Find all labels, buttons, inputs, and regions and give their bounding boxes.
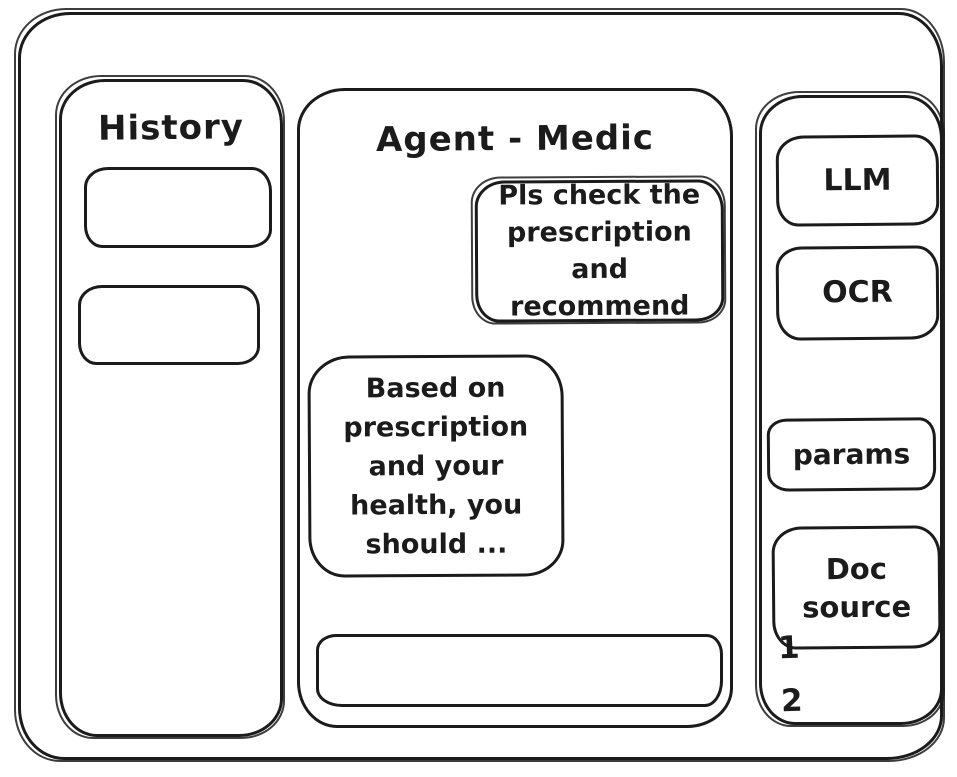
chat-panel: Agent - Medic Pls check the prescription… [297,88,733,728]
history-item[interactable] [78,285,260,365]
history-panel: History [55,75,285,739]
params-button[interactable]: params [766,417,937,492]
chat-panel-title: Agent - Medic [375,118,655,160]
footnote-2: 2 [780,682,804,720]
app-window: History Agent - Medic Pls check the pres… [14,8,945,762]
footnote-1: 1 [777,629,801,667]
chat-message-user: Pls check the prescription and recommend [474,179,725,323]
message-input[interactable] [316,634,723,707]
ocr-button[interactable]: OCR [775,245,940,341]
history-panel-title: History [97,107,245,149]
llm-button[interactable]: LLM [775,134,940,227]
history-item[interactable] [84,167,272,248]
chat-message-assistant: Based on prescription and your health, y… [307,354,565,578]
tools-panel: LLM OCR params Doc source 1 2 [755,91,945,727]
